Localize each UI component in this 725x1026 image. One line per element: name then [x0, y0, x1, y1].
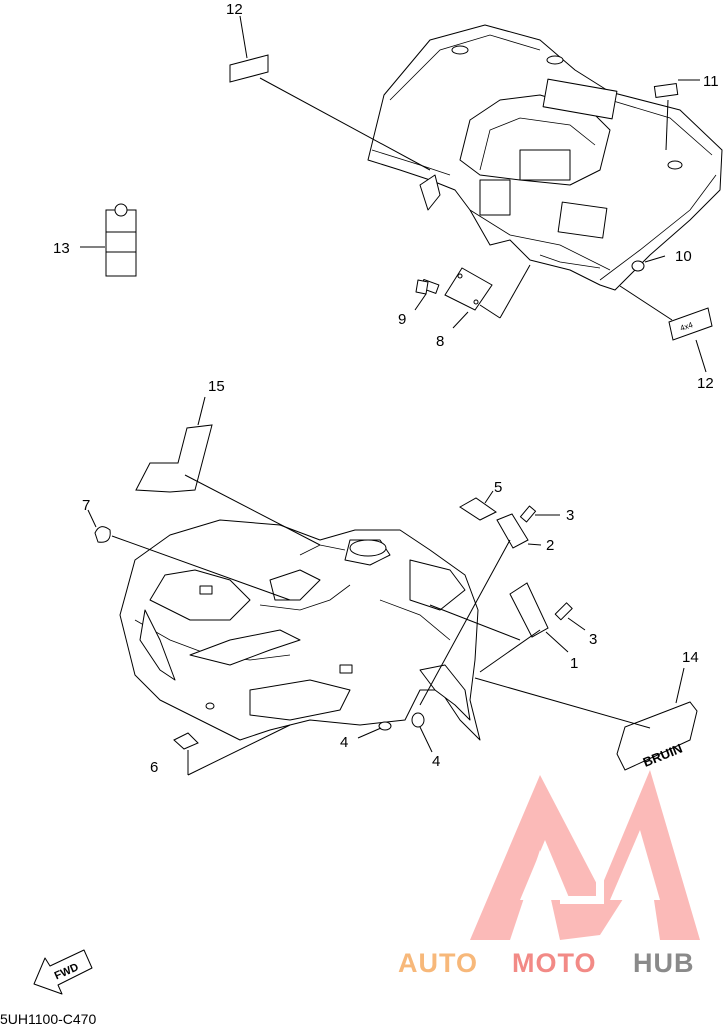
callout-1: 1: [570, 655, 578, 672]
decal-14-bruin: BRUIN: [474, 667, 698, 771]
callout-11: 11: [703, 73, 719, 90]
emblem-12-lower: 4x4: [619, 285, 713, 373]
callout-13: 13: [53, 240, 70, 257]
fwd-arrow-icon: FWD: [33, 949, 93, 995]
nut-10: [631, 255, 666, 272]
bolt-3a: [519, 505, 560, 523]
panel-1: [509, 582, 549, 638]
callout-3-lower: 3: [589, 631, 597, 648]
callout-7: 7: [82, 497, 90, 514]
decal-5: [459, 497, 497, 521]
callout-2: 2: [546, 537, 554, 554]
callout-10: 10: [675, 248, 692, 265]
decal-12-upper: [229, 54, 269, 83]
watermark-text-auto: AUTO: [398, 948, 478, 978]
callout-5: 5: [494, 479, 502, 496]
front-fender: [119, 519, 481, 741]
plate-8: [444, 267, 493, 311]
grommet-4a: [357, 721, 392, 739]
watermark-text-hub: HUB: [633, 948, 695, 978]
grommet-4b: [411, 712, 433, 753]
decal-6: [173, 732, 199, 750]
bolt-3b: [554, 602, 586, 631]
rear-fender: [367, 24, 723, 291]
callout-12-top: 12: [226, 1, 243, 18]
callout-4-left: 4: [340, 734, 348, 751]
plate-2: [496, 513, 529, 549]
callout-4-right: 4: [432, 753, 440, 770]
callout-15: 15: [208, 378, 225, 395]
cap-7: [94, 526, 111, 543]
callout-3-upper: 3: [566, 507, 574, 524]
tag-13: [80, 203, 137, 277]
decal-15: [135, 424, 213, 493]
watermark-logo: [470, 770, 700, 940]
svg-text:4x4: 4x4: [679, 320, 695, 333]
callout-8: 8: [436, 333, 444, 350]
bolt-9: [414, 279, 440, 311]
watermark-text-moto: MOTO: [512, 948, 597, 978]
callout-14: 14: [682, 649, 699, 666]
callout-12-bottom: 12: [697, 375, 714, 392]
callout-6: 6: [150, 759, 158, 776]
callout-9: 9: [398, 311, 406, 328]
decal-11: [653, 82, 679, 99]
diagram-code: 5UH1100-C470: [0, 1011, 96, 1026]
